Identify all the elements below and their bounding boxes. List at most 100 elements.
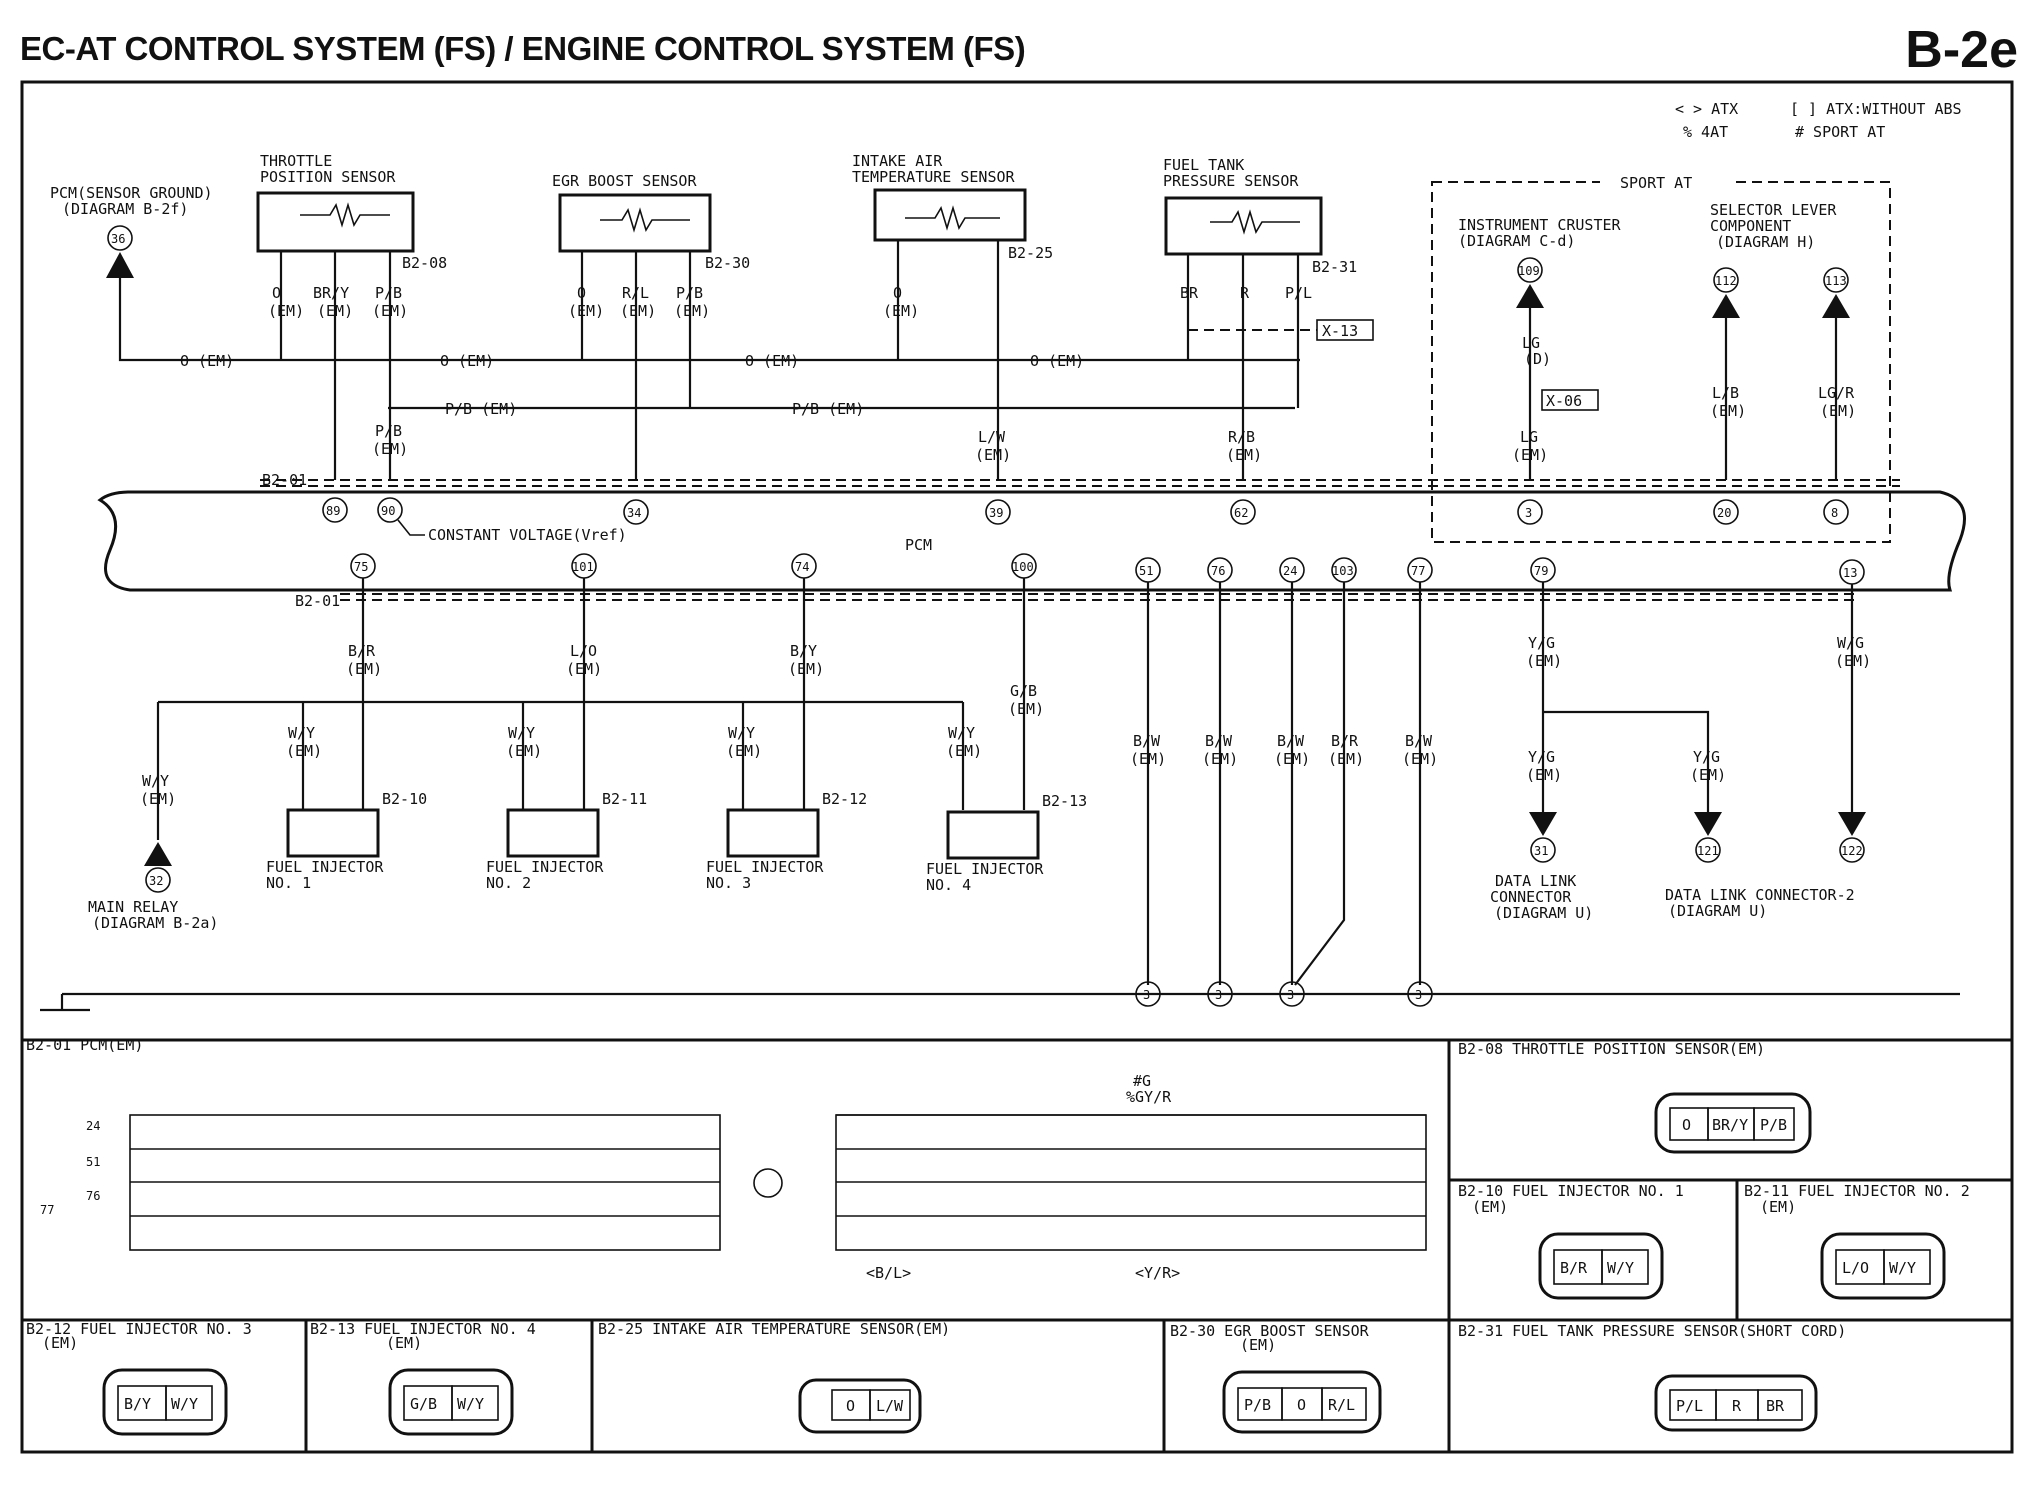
svg-text:B2-01: B2-01 bbox=[295, 592, 340, 610]
svg-text:B2-11: B2-11 bbox=[602, 790, 647, 808]
svg-text:113: 113 bbox=[1825, 274, 1847, 288]
iat-box bbox=[873, 188, 1027, 242]
svg-text:(DIAGRAM U): (DIAGRAM U) bbox=[1494, 904, 1593, 922]
svg-text:(DIAGRAM U): (DIAGRAM U) bbox=[1668, 902, 1767, 920]
injector-3-label: FUEL INJECTOR bbox=[706, 858, 824, 876]
connector-pin-36 bbox=[107, 225, 133, 251]
legend-atx-without-abs: [ ] ATX:WITHOUT ABS bbox=[1790, 100, 1962, 118]
svg-text:W/Y: W/Y bbox=[1607, 1259, 1634, 1277]
svg-text:(EM): (EM) bbox=[566, 660, 602, 678]
svg-text:3: 3 bbox=[1215, 988, 1222, 1002]
svg-text:(EM): (EM) bbox=[268, 302, 304, 320]
svg-text:(EM): (EM) bbox=[975, 446, 1011, 464]
svg-text:39: 39 bbox=[989, 506, 1003, 520]
arrow-up-icon bbox=[1712, 294, 1740, 318]
svg-text:R/L: R/L bbox=[1328, 1396, 1355, 1414]
svg-text:3: 3 bbox=[1415, 988, 1422, 1002]
svg-text:POSITION SENSOR: POSITION SENSOR bbox=[260, 168, 396, 186]
svg-text:P/B: P/B bbox=[1244, 1396, 1271, 1414]
svg-text:#G: #G bbox=[1133, 1072, 1151, 1090]
pcm-ground-label: PCM(SENSOR GROUND) bbox=[50, 184, 213, 202]
tps-label: THROTTLE bbox=[260, 152, 332, 170]
resistor-icon bbox=[1210, 209, 1300, 235]
egr-box bbox=[558, 193, 712, 253]
svg-text:62: 62 bbox=[1234, 506, 1248, 520]
svg-text:(EM): (EM) bbox=[883, 302, 919, 320]
dlc2-label: DATA LINK CONNECTOR-2 bbox=[1665, 886, 1855, 904]
svg-text:B/Y: B/Y bbox=[790, 642, 817, 660]
diagram-frame bbox=[20, 80, 2014, 1454]
svg-text:O (EM): O (EM) bbox=[180, 352, 234, 370]
svg-text:O (EM): O (EM) bbox=[440, 352, 494, 370]
svg-text:O: O bbox=[893, 284, 902, 302]
svg-text:G/B: G/B bbox=[410, 1395, 437, 1413]
panel-b213-label: B2-13 FUEL INJECTOR NO. 4 bbox=[310, 1320, 536, 1338]
svg-text:(EM): (EM) bbox=[1760, 1198, 1796, 1216]
dlc-label: DATA LINK bbox=[1495, 872, 1576, 890]
constant-voltage-label: CONSTANT VOLTAGE(Vref) bbox=[428, 526, 627, 544]
svg-text:(EM): (EM) bbox=[1274, 750, 1310, 768]
svg-text:(EM): (EM) bbox=[1202, 750, 1238, 768]
svg-text:(EM): (EM) bbox=[42, 1334, 78, 1352]
svg-text:NO. 2: NO. 2 bbox=[486, 874, 531, 892]
panel-b225-label: B2-25 INTAKE AIR TEMPERATURE SENSOR(EM) bbox=[598, 1320, 950, 1338]
svg-text:(EM): (EM) bbox=[1328, 750, 1364, 768]
injector-4-box bbox=[946, 810, 1040, 860]
svg-text:8: 8 bbox=[1831, 506, 1838, 520]
svg-text:(EM): (EM) bbox=[1402, 750, 1438, 768]
svg-text:109: 109 bbox=[1518, 264, 1540, 278]
svg-text:P/B: P/B bbox=[375, 284, 402, 302]
svg-text:(DIAGRAM H): (DIAGRAM H) bbox=[1716, 233, 1815, 251]
svg-text:B/W: B/W bbox=[1133, 732, 1161, 750]
svg-text:O: O bbox=[577, 284, 586, 302]
arrow-down-icon bbox=[1694, 812, 1722, 836]
svg-text:R: R bbox=[1240, 284, 1250, 302]
svg-text:B/W: B/W bbox=[1277, 732, 1305, 750]
svg-text:(EM): (EM) bbox=[317, 302, 353, 320]
svg-text:B/R: B/R bbox=[348, 642, 376, 660]
panel-b231-label: B2-31 FUEL TANK PRESSURE SENSOR(SHORT CO… bbox=[1458, 1322, 1846, 1340]
svg-text:51: 51 bbox=[1139, 564, 1153, 578]
ftp-box bbox=[1164, 196, 1323, 256]
svg-text:(EM): (EM) bbox=[1130, 750, 1166, 768]
svg-text:BR/Y: BR/Y bbox=[313, 284, 349, 302]
svg-text:75: 75 bbox=[354, 560, 368, 574]
svg-text:79: 79 bbox=[1534, 564, 1548, 578]
svg-text:(DIAGRAM B-2f): (DIAGRAM B-2f) bbox=[62, 200, 188, 218]
label-yr: <Y/R> bbox=[1135, 1264, 1180, 1282]
connector-b208: O BR/Y P/B bbox=[1654, 1092, 1812, 1154]
svg-text:(EM): (EM) bbox=[1835, 652, 1871, 670]
svg-text:(EM): (EM) bbox=[788, 660, 824, 678]
svg-text:W/Y: W/Y bbox=[728, 724, 755, 742]
selector-label: SELECTOR LEVER bbox=[1710, 201, 1837, 219]
svg-text:24: 24 bbox=[86, 1119, 100, 1133]
svg-text:CONNECTOR: CONNECTOR bbox=[1490, 888, 1572, 906]
arrow-up-icon bbox=[1822, 294, 1850, 318]
panel-b201-label: B2-01 PCM(EM) bbox=[26, 1036, 143, 1054]
svg-text:W/Y: W/Y bbox=[508, 724, 535, 742]
injector-4-label: FUEL INJECTOR bbox=[926, 860, 1044, 878]
svg-text:20: 20 bbox=[1717, 506, 1731, 520]
svg-text:(DIAGRAM B-2a): (DIAGRAM B-2a) bbox=[92, 914, 218, 932]
svg-text:LG/R: LG/R bbox=[1818, 384, 1855, 402]
connector-b230: P/B O R/L bbox=[1222, 1370, 1382, 1434]
svg-text:3: 3 bbox=[1525, 506, 1532, 520]
svg-text:(EM): (EM) bbox=[1226, 446, 1262, 464]
svg-text:P/L: P/L bbox=[1285, 284, 1312, 302]
svg-text:100: 100 bbox=[1012, 560, 1034, 574]
svg-text:(EM): (EM) bbox=[346, 660, 382, 678]
connector-b213: G/B W/Y bbox=[388, 1368, 514, 1436]
svg-text:PRESSURE SENSOR: PRESSURE SENSOR bbox=[1163, 172, 1299, 190]
svg-text:COMPONENT: COMPONENT bbox=[1710, 217, 1791, 235]
svg-text:(EM): (EM) bbox=[1472, 1198, 1508, 1216]
svg-text:(EM): (EM) bbox=[568, 302, 604, 320]
svg-text:NO. 1: NO. 1 bbox=[266, 874, 311, 892]
svg-text:122: 122 bbox=[1841, 844, 1863, 858]
svg-text:3: 3 bbox=[1143, 988, 1150, 1002]
svg-text:Y/G: Y/G bbox=[1693, 748, 1720, 766]
injector-2-box bbox=[506, 808, 600, 858]
svg-text:R/B: R/B bbox=[1228, 428, 1255, 446]
cluster-label: INSTRUMENT CRUSTER bbox=[1458, 216, 1622, 234]
connector-b231: P/L R BR bbox=[1654, 1374, 1818, 1432]
svg-text:W/Y: W/Y bbox=[1889, 1259, 1916, 1277]
